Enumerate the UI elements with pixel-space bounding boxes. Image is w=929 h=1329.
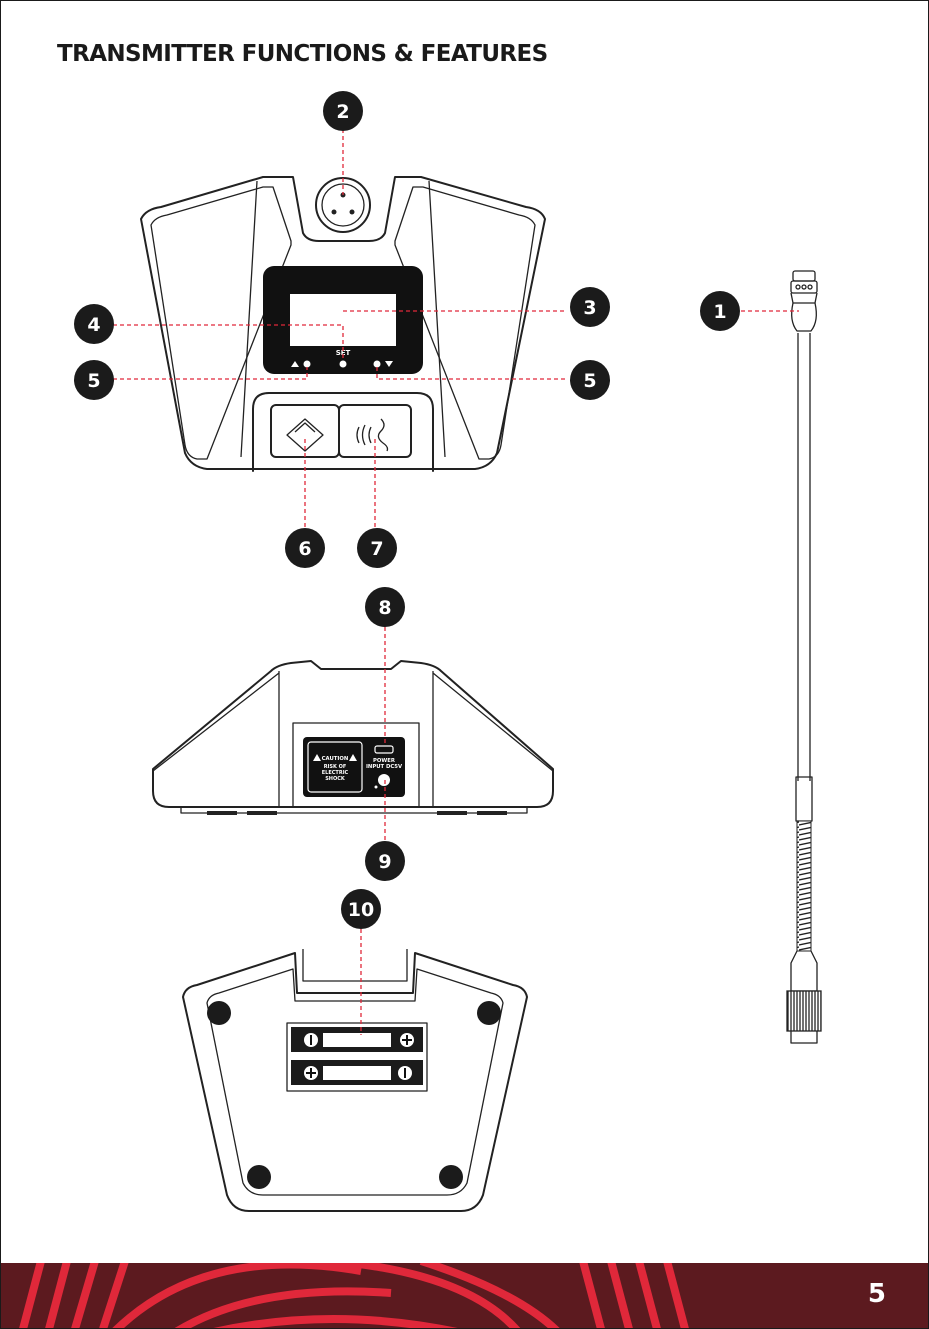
down-button[interactable] (374, 361, 381, 368)
svg-text:10: 10 (348, 899, 374, 921)
microphone-voice-icon (357, 419, 388, 451)
svg-text:6: 6 (298, 538, 311, 560)
lcd-screen (290, 294, 396, 346)
svg-text:2: 2 (336, 101, 349, 123)
up-button[interactable] (304, 361, 311, 368)
callout-6: 6 (285, 528, 325, 568)
risk-text-3: SHOCK (325, 776, 346, 782)
callout-8: 8 (365, 587, 405, 627)
callout-2: 2 (323, 91, 363, 131)
transmitter-back-view: CAUTION RISK OF ELECTRIC SHOCK POWER INP… (153, 661, 553, 815)
transmitter-diagram: SET (1, 1, 928, 1263)
callout-5-right: 5 (570, 360, 610, 400)
callout-5-left: 5 (74, 360, 114, 400)
page-number: 5 (868, 1279, 886, 1309)
svg-text:7: 7 (370, 538, 383, 560)
callout-10: 10 (341, 889, 381, 929)
set-button[interactable] (340, 361, 347, 368)
callout-3: 3 (570, 287, 610, 327)
svg-text:4: 4 (87, 314, 100, 336)
caution-text: CAUTION (322, 756, 349, 762)
transmitter-top-view: SET (141, 177, 545, 471)
svg-text:5: 5 (87, 370, 100, 392)
rubber-foot (207, 1001, 231, 1025)
power-switch[interactable] (378, 774, 390, 786)
rubber-foot (247, 1165, 271, 1189)
rubber-foot (477, 1001, 501, 1025)
svg-text:5: 5 (583, 370, 596, 392)
transmitter-bottom-view (183, 949, 527, 1211)
rubber-foot (439, 1165, 463, 1189)
leader-lines (113, 129, 799, 1035)
svg-text:9: 9 (378, 851, 391, 873)
svg-text:1: 1 (713, 301, 726, 323)
footer-band: 5 (1, 1263, 928, 1328)
callout-9: 9 (365, 841, 405, 881)
footer-pattern (1, 1263, 928, 1328)
callout-4: 4 (74, 304, 114, 344)
svg-text:8: 8 (378, 597, 391, 619)
callout-1: 1 (700, 291, 740, 331)
svg-text:3: 3 (583, 297, 596, 319)
callout-7: 7 (357, 528, 397, 568)
gooseneck-microphone (787, 271, 821, 1043)
power-text-2: INPUT DC5V (366, 764, 403, 770)
